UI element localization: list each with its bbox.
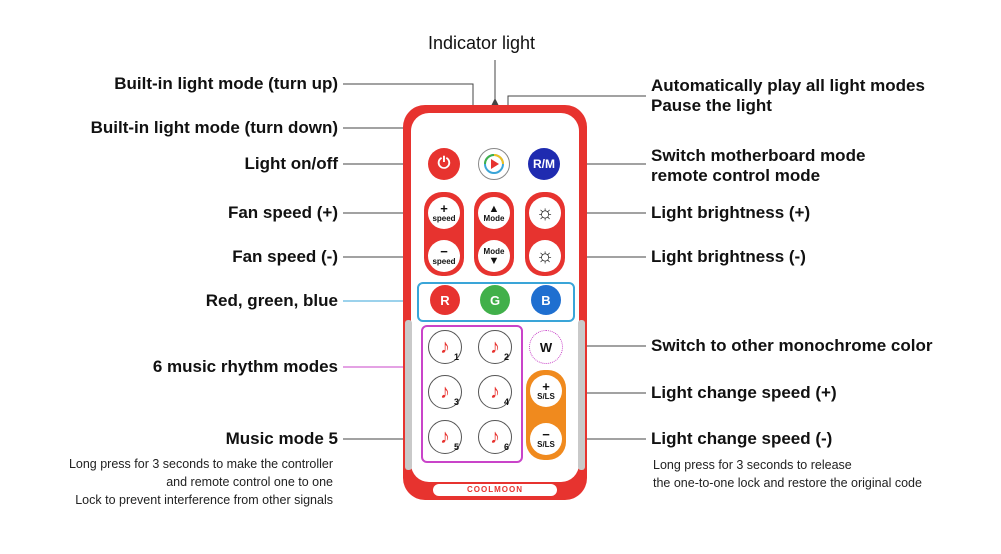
music-note-icon: ♪ xyxy=(490,425,500,448)
brightness-plus-button[interactable]: ☼ xyxy=(529,197,561,229)
music-note-icon: ♪ xyxy=(440,335,450,358)
fan-speed-minus-button[interactable]: − speed xyxy=(428,240,460,272)
auto-play-button[interactable] xyxy=(478,148,510,180)
label-music-modes: 6 music rhythm modes xyxy=(152,357,338,376)
music-note-icon: ♪ xyxy=(490,335,500,358)
fan-speed-plus-button[interactable]: + speed xyxy=(428,197,460,229)
music-mode-4-button[interactable]: ♪ 4 xyxy=(478,375,512,409)
music-note-icon: ♪ xyxy=(490,380,500,403)
music-mode-2-button[interactable]: ♪ 2 xyxy=(478,330,512,364)
red-button[interactable]: R xyxy=(430,285,460,315)
label-switch-mb: Switch motherboard mode remote control m… xyxy=(651,146,866,185)
label-monochrome: Switch to other monochrome color xyxy=(651,336,933,355)
change-speed-minus-button[interactable]: − S/LS xyxy=(530,423,562,455)
label-change-speed-minus: Light change speed (-) xyxy=(651,429,833,448)
down-arrow-icon: ▼ xyxy=(488,254,500,267)
rgb-group xyxy=(417,282,575,322)
left-rail xyxy=(405,320,412,470)
music-mode-1-button[interactable]: ♪ 1 xyxy=(428,330,462,364)
play-icon xyxy=(484,154,504,174)
label-builtin-up: Built-in light mode (turn up) xyxy=(114,74,338,93)
label-brightness-plus: Light brightness (+) xyxy=(651,203,811,222)
up-arrow-icon: ▲ xyxy=(488,202,500,215)
label-light-onoff: Light on/off xyxy=(244,154,338,173)
green-button[interactable]: G xyxy=(480,285,510,315)
right-rail xyxy=(578,320,585,470)
brand-logo: COOLMOON xyxy=(433,484,557,496)
mode-up-button[interactable]: ▲ Mode xyxy=(478,197,510,229)
power-icon: ⏻ xyxy=(437,155,451,172)
mode-down-button[interactable]: Mode ▼ xyxy=(478,240,510,272)
change-speed-plus-button[interactable]: + S/LS xyxy=(530,375,562,407)
blue-button[interactable]: B xyxy=(531,285,561,315)
label-brightness-minus: Light brightness (-) xyxy=(651,247,806,266)
label-fan-speed-minus: Fan speed (-) xyxy=(232,247,338,266)
label-indicator-light: Indicator light xyxy=(428,33,536,53)
brightness-minus-button[interactable]: ☼ xyxy=(529,240,561,272)
white-mono-button[interactable]: W xyxy=(529,330,563,364)
music-mode-6-button[interactable]: ♪ 6 xyxy=(478,420,512,454)
note-left: Long press for 3 seconds to make the con… xyxy=(68,457,333,507)
power-button[interactable]: ⏻ xyxy=(428,148,460,180)
label-fan-speed-plus: Fan speed (+) xyxy=(227,203,338,222)
label-change-speed-plus: Light change speed (+) xyxy=(651,383,837,402)
music-note-icon: ♪ xyxy=(440,380,450,403)
note-right: Long press for 3 seconds to release the … xyxy=(653,458,922,490)
music-note-icon: ♪ xyxy=(440,425,450,448)
sun-icon: ☼ xyxy=(535,244,555,267)
music-mode-3-button[interactable]: ♪ 3 xyxy=(428,375,462,409)
label-music-mode5: Music mode 5 xyxy=(225,429,338,448)
label-builtin-down: Built-in light mode (turn down) xyxy=(90,118,338,137)
music-mode-5-button[interactable]: ♪ 5 xyxy=(428,420,462,454)
rm-button[interactable]: R/M xyxy=(528,148,560,180)
music-group xyxy=(421,325,523,463)
label-rgb: Red, green, blue xyxy=(205,291,338,310)
label-auto-play: Automatically play all light modes Pause… xyxy=(651,76,925,115)
sun-icon: ☼ xyxy=(535,201,555,224)
